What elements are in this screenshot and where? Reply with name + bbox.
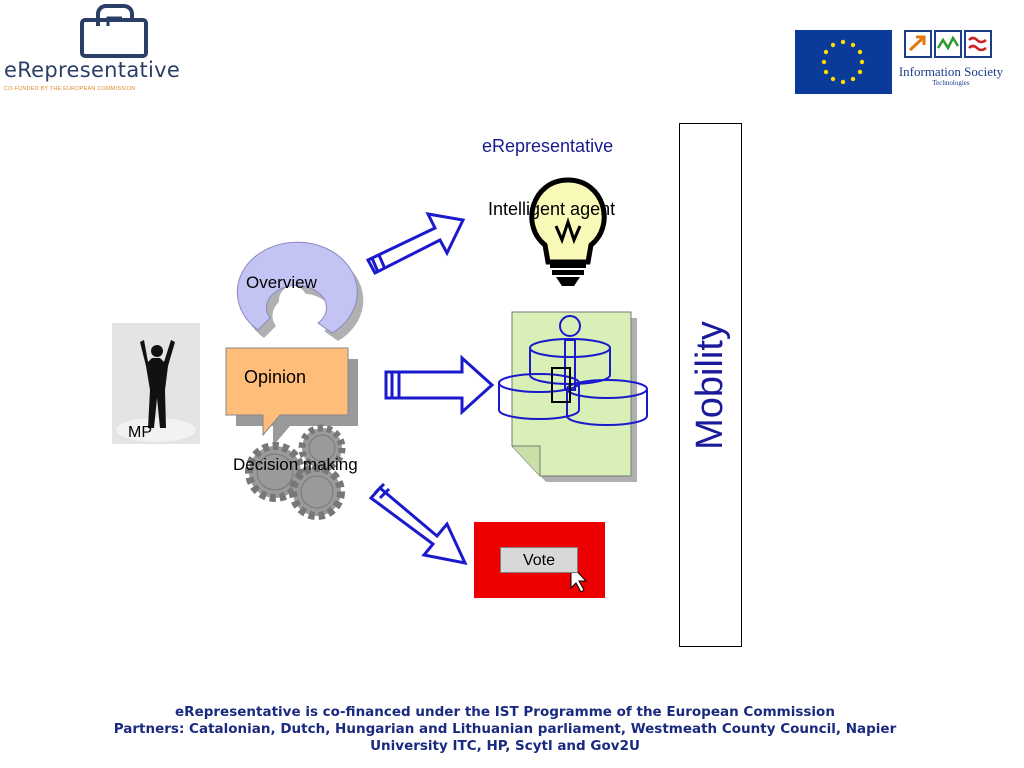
overview-icon: [236, 241, 364, 341]
arrow-to-vote: [368, 482, 468, 566]
ist-sublabel: Technologies: [932, 79, 970, 87]
ist-label: Information Society: [898, 64, 1004, 79]
intelligent-agent-label: Intelligent agent: [488, 199, 616, 219]
footer-line-1: eRepresentative is co-financed under the…: [175, 704, 835, 720]
overview-label: Overview: [246, 273, 317, 292]
mobility-panel: [679, 123, 742, 647]
diagram-title: eRepresentative: [482, 136, 614, 156]
footer-line-2: Partners: Catalonian, Dutch, Hungarian a…: [113, 721, 897, 737]
erep-logo-icon: [80, 4, 148, 58]
diagram-canvas: [112, 177, 648, 598]
footer-line-3: University ITC, HP, Scytl and Gov2U: [370, 738, 640, 754]
logo-subtitle: CO-FUNDED BY THE EUROPEAN COMMISSION: [4, 86, 136, 92]
arrow-to-data: [384, 354, 495, 416]
gears-icon: [245, 424, 346, 520]
eu-flag-icon: [795, 30, 892, 94]
ist-logo-icon: [904, 30, 992, 58]
opinion-label: Opinion: [244, 367, 307, 387]
arrow-to-agent: [365, 212, 466, 276]
opinion-bubble: [225, 347, 358, 446]
vote-button[interactable]: Vote: [500, 547, 578, 573]
data-document-icon: [498, 311, 648, 482]
lightbulb-icon: [529, 177, 607, 286]
footer: eRepresentative is co-financed under the…: [0, 704, 1010, 755]
mobility-label-container: Mobility: [679, 123, 742, 647]
mp-label: MP: [128, 424, 152, 441]
decision-making-label: Decision making: [233, 455, 358, 474]
logo-text: eRepresentative: [4, 58, 181, 82]
mp-photo: [112, 323, 200, 444]
mobility-label: Mobility: [689, 320, 731, 450]
